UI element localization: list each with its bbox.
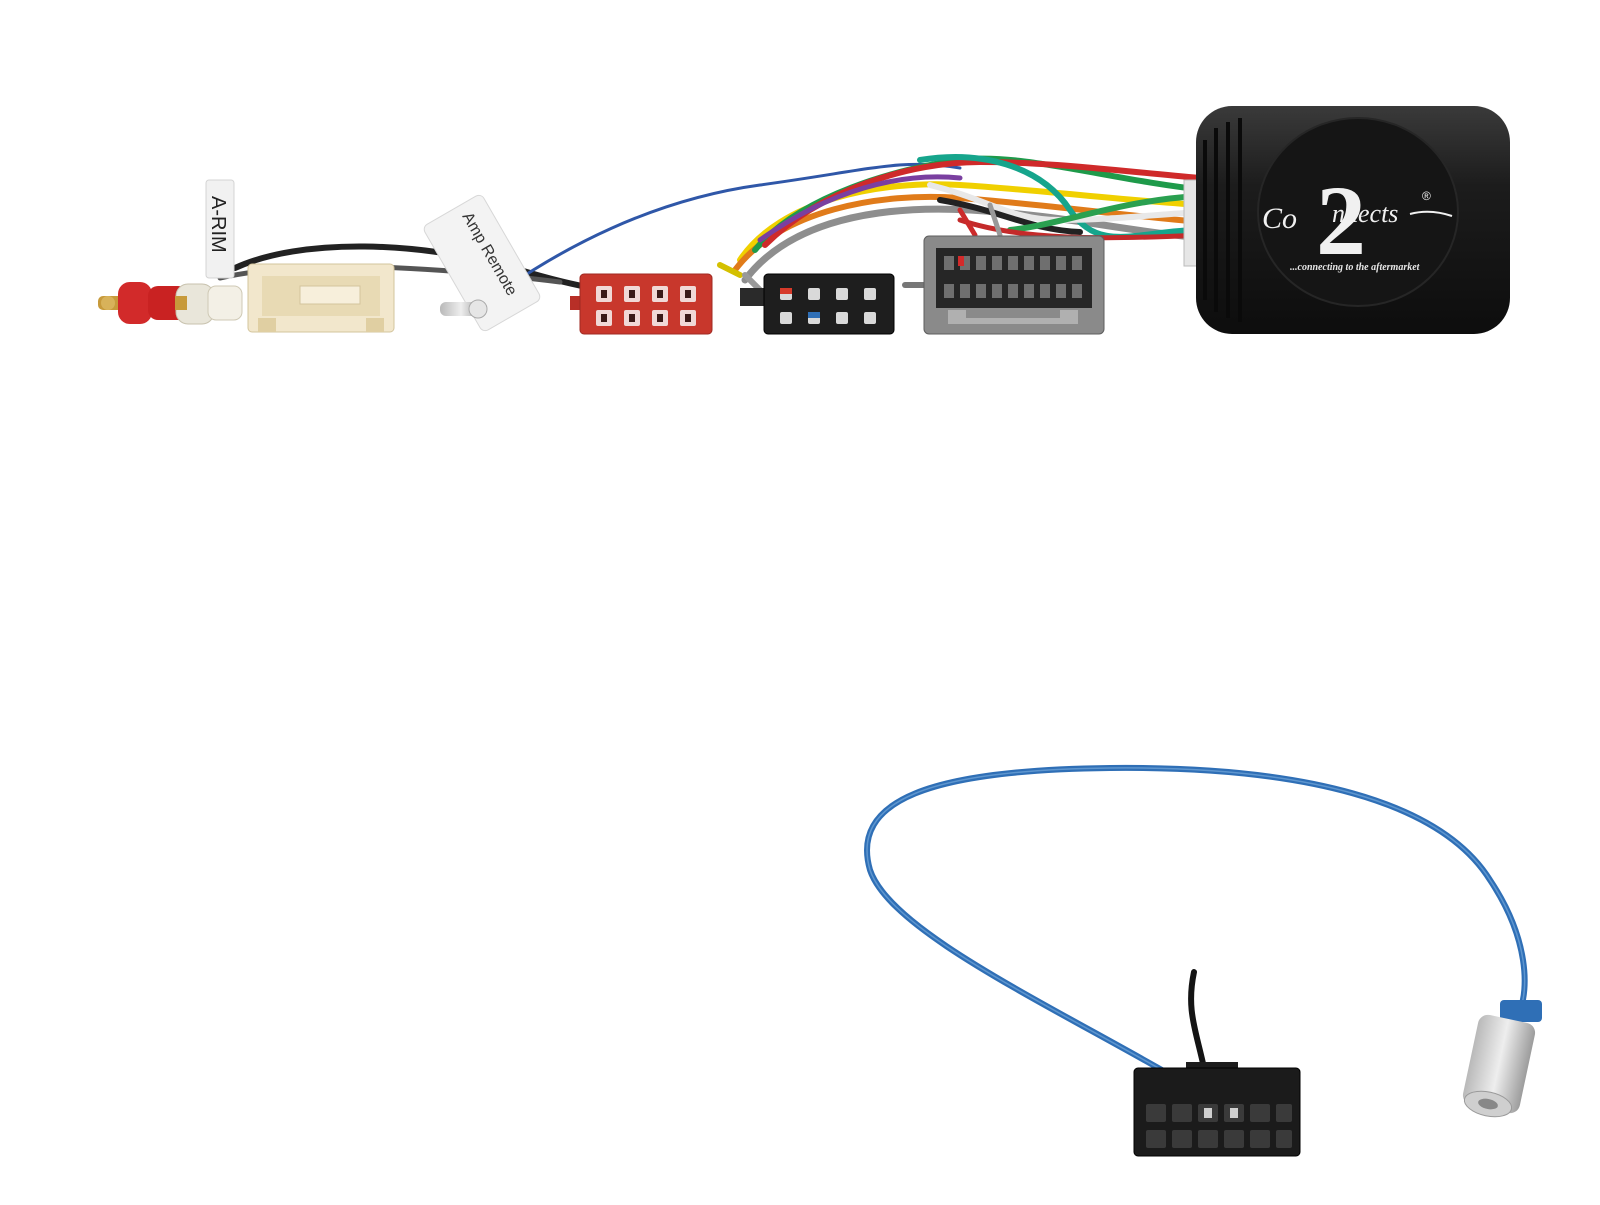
blue-lead-cable xyxy=(864,764,1528,1081)
brand-logo-mid: nnects xyxy=(1332,199,1398,228)
brand-tagline: ...connecting to the aftermarket xyxy=(1290,262,1421,273)
molex-connector-icon xyxy=(1133,1062,1301,1157)
cream-plug-icon xyxy=(247,263,395,333)
brand-logo-left: Co xyxy=(1262,202,1297,235)
control-module: 2 Co nnects ® ...connecting to the after… xyxy=(1183,106,1510,334)
iso-connector-red-icon xyxy=(570,273,713,335)
vehicle-connector-grey-icon xyxy=(923,235,1105,335)
spade-connector-icon xyxy=(440,299,488,319)
registered-mark: ® xyxy=(1422,189,1431,203)
rca-plug-white-icon xyxy=(175,283,243,325)
a-rim-label-flag: A-RIM xyxy=(205,179,235,279)
rca-plug-red-icon xyxy=(98,282,188,324)
brand-logo-numeral: 2 xyxy=(1316,165,1366,276)
iso-connector-black-icon xyxy=(740,273,895,335)
antenna-plug-icon xyxy=(1462,1000,1542,1118)
a-rim-label: A-RIM xyxy=(207,196,229,253)
